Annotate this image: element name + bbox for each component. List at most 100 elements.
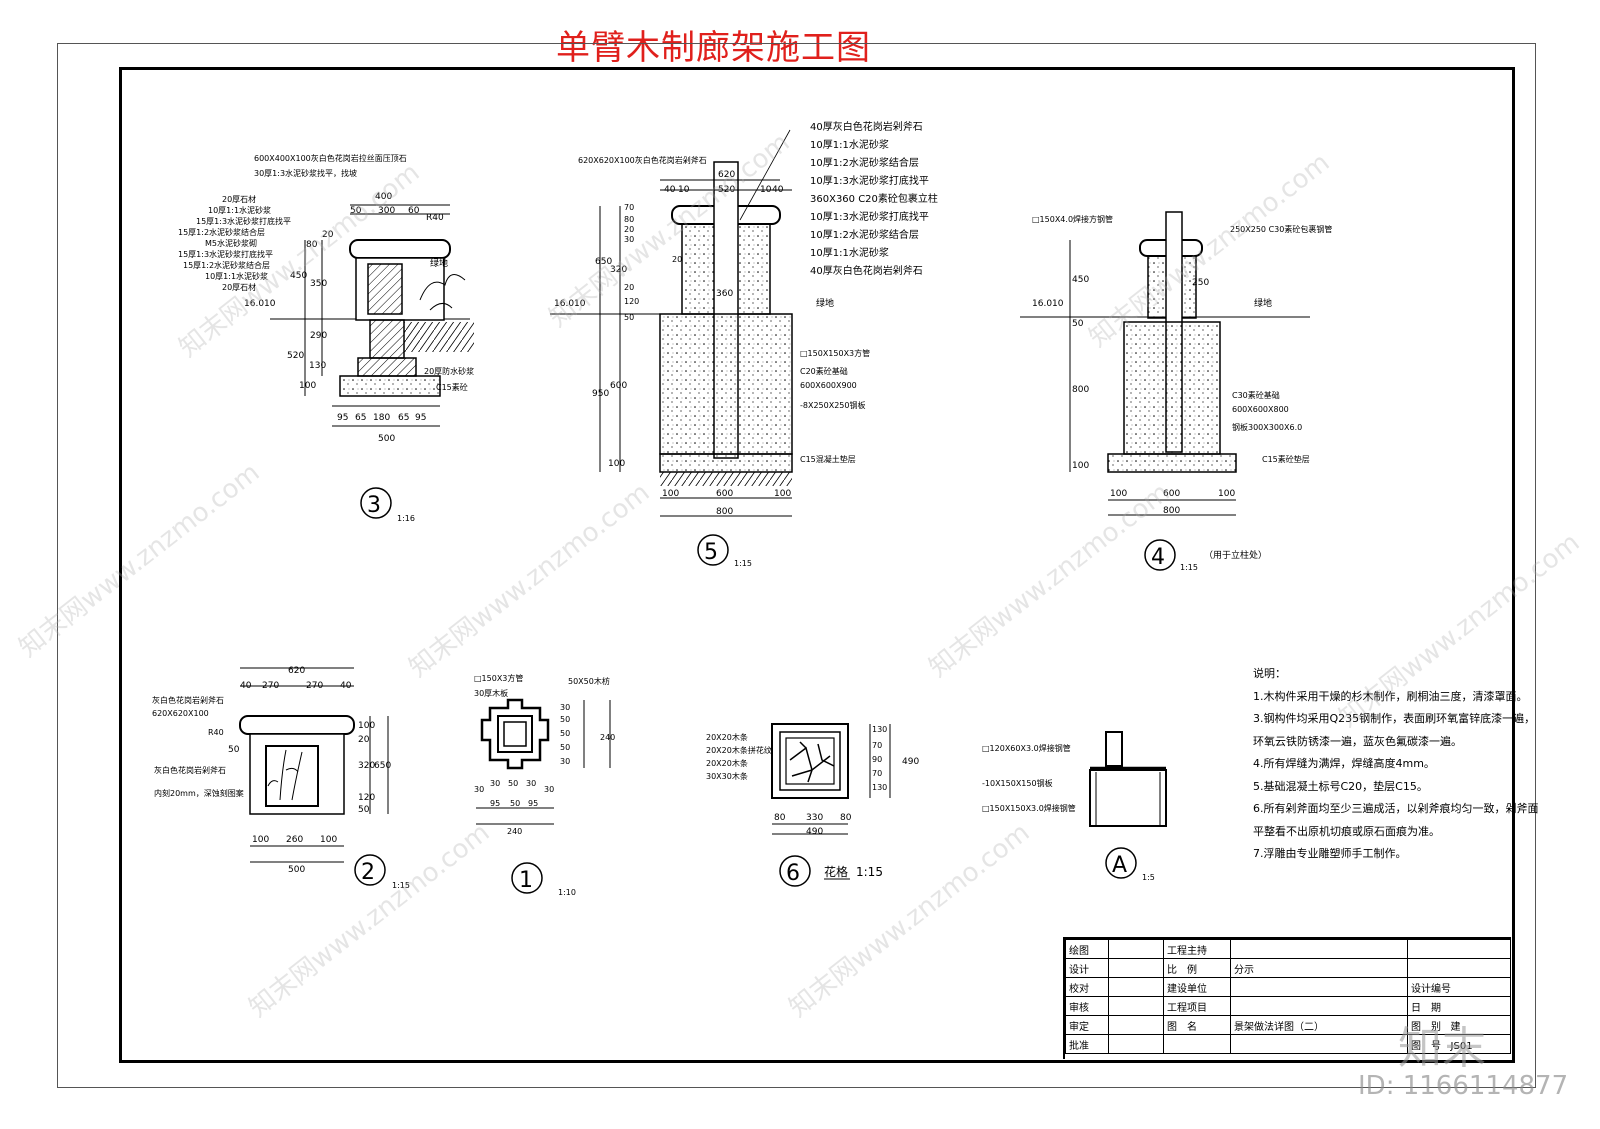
d3-scale: 1:16 <box>397 514 415 523</box>
da-label-0: □120X60X3.0焊接钢管 <box>982 743 1071 753</box>
tb-cell: 审定 <box>1065 1015 1109 1035</box>
notes-heading: 说明： <box>1253 667 1286 680</box>
tb-cell: 工程项目 <box>1163 996 1231 1016</box>
d1-dim-side-4: 30 <box>560 757 570 766</box>
drawing-frame <box>119 67 1515 1063</box>
d5-right-label-3: -8X250X250钢板 <box>800 400 865 410</box>
d3-elev: 16.010 <box>244 299 276 309</box>
tb-cell <box>1108 977 1164 997</box>
d6-dim-bottom-2: 80 <box>840 813 852 823</box>
d1-label-0: □150X3方管 <box>474 673 523 683</box>
d2-label-3: 灰白色花岗岩剁斧石 <box>154 765 226 775</box>
detail-4: □150X4.0焊接方钢管 250X250 C30素砼包裹钢管 绿地 16.01… <box>1020 211 1332 572</box>
d5-label-0: 40厚灰白色花岗岩剁斧石 <box>810 120 923 133</box>
d3-label-10: 20厚石材 <box>222 282 256 292</box>
d3-green: 绿地 <box>430 257 448 269</box>
d3-dim-top-4: R40 <box>426 213 444 223</box>
d2-dim-side-0: 50 <box>228 745 240 755</box>
d2-dim-bottom-2: 100 <box>320 835 337 845</box>
d5-dim-bottom-2: 100 <box>774 489 791 499</box>
detail-2: 灰白色花岗岩剁斧石 620X620X100 R40 灰白色花岗岩剁斧石 内刻20… <box>152 666 410 890</box>
tb-sheet-no: JS01 <box>1450 1040 1473 1052</box>
d4-note: （用于立柱处） <box>1204 549 1267 561</box>
drawing-title: 单臂木制廊架施工图 <box>556 28 871 68</box>
tb-cell <box>1108 958 1164 978</box>
d6-dim-side-4: 130 <box>872 783 887 792</box>
d5-dim-side-11: 600 <box>610 381 627 391</box>
notes-item: 1.木构件采用干燥的杉木制作，刷桐油三度，清漆罩面。 <box>1253 689 1528 703</box>
d6-label-3: 30X30木条 <box>706 771 748 781</box>
notes-item: 4.所有焊缝为满焊，焊缝高度4mm。 <box>1253 757 1435 770</box>
d2-dim-top-1: 40 <box>240 681 252 691</box>
d3-label-3: 10厚1:1水泥砂浆 <box>208 205 271 215</box>
d3-dim-side-2: 450 <box>290 271 307 281</box>
d6-label-1: 20X20木条拼花纹 <box>706 745 772 755</box>
detail-3: 600X400X100灰白色花岗岩拉丝面压顶石 30厚1:3水泥砂浆找平，找坡 … <box>178 153 474 523</box>
tb-cell: 校对 <box>1065 977 1109 997</box>
d5-dim-top-2: 10 <box>678 185 690 195</box>
d3-dim-top-3: 60 <box>408 206 420 216</box>
tb-sheet-type: 建 <box>1450 1021 1461 1033</box>
d2-dim-top-0: 620 <box>288 666 305 676</box>
d2-dim-side-6: 50 <box>358 805 370 815</box>
detail-6: 20X20木条 20X20木条拼花纹 20X20木条 30X30木条 130 7… <box>706 723 919 887</box>
tb-cell-label: 图 号 <box>1411 1040 1441 1052</box>
d2-dim-side-1: 100 <box>358 721 375 731</box>
detail-1: □150X3方管 30厚木板 50X50木枋 30 50 50 50 30 24… <box>474 673 615 897</box>
d1-dim-bottom-a-2: 50 <box>508 779 518 788</box>
d2-number: 2 <box>361 860 375 885</box>
d3-dim-side-6: 100 <box>299 381 316 391</box>
d2-dim-side-4: 650 <box>374 761 391 771</box>
notes-item: 平整看不出原机切痕或原石面痕为准。 <box>1253 824 1440 838</box>
notes-item: 3.钢构件均采用Q235钢制作，表面刷环氧富锌底漆一遍， <box>1253 712 1536 725</box>
d5-dim-side-7: 120 <box>624 297 639 306</box>
d2-dim-bottom-0: 100 <box>252 835 269 845</box>
d6-scale: 1:15 <box>856 865 883 879</box>
d1-dim-bottom-a-4: 30 <box>544 785 554 794</box>
d5-right-label-4: C15混凝土垫层 <box>800 454 856 464</box>
d5-dim-top-3: 520 <box>718 185 735 195</box>
tb-cell: 图 号 JS01 <box>1407 1034 1511 1054</box>
d3-label-7: 15厚1:3水泥砂浆打底找平 <box>178 249 273 259</box>
d6-dim-side-1: 70 <box>872 741 882 750</box>
d3-label-8: 15厚1:2水泥砂浆结合层 <box>183 260 270 270</box>
d5-dim-side-2: 20 <box>624 225 634 234</box>
tb-cell: 分示 <box>1230 958 1408 978</box>
tb-cell: 工程主持 <box>1163 939 1231 959</box>
tb-cell: 建设单位 <box>1163 977 1231 997</box>
d4-dim-bottom-1: 600 <box>1163 489 1180 499</box>
d4-dim-side-2: 800 <box>1072 385 1089 395</box>
d5-label-4: 360X360 C20素砼包裹立柱 <box>810 192 938 205</box>
d3-dim-top-2: 300 <box>378 206 395 216</box>
title-block: 绘图 工程主持 设计 比 例 分示 校对 建设单位 设计编号 <box>1063 937 1511 1059</box>
d2-dim-top-2: 270 <box>262 681 279 691</box>
d5-scale: 1:15 <box>734 559 752 568</box>
d4-dim-250: 250 <box>1192 278 1209 288</box>
d3-number: 3 <box>367 493 381 518</box>
d3-label-5: 15厚1:2水泥砂浆结合层 <box>178 227 265 237</box>
d6-label-0: 20X20木条 <box>706 732 748 742</box>
d1-dim-side-5: 240 <box>600 733 615 742</box>
tb-cell: 景架做法详图（二） <box>1230 1015 1408 1035</box>
d4-elev: 16.010 <box>1032 299 1064 309</box>
da-label-1: -10X150X150钢板 <box>982 778 1053 788</box>
d1-dim-side-3: 50 <box>560 743 570 752</box>
d4-dim-side-1: 50 <box>1072 319 1084 329</box>
d5-label-7: 10厚1:1水泥砂浆 <box>810 246 889 259</box>
d5-label-3: 10厚1:3水泥砂浆打底找平 <box>810 174 929 187</box>
d2-dim-side-3: 320 <box>358 761 375 771</box>
d1-dim-bottom-a-3: 30 <box>526 779 536 788</box>
d5-dim-side-3: 30 <box>624 235 634 244</box>
d4-top-right: 250X250 C30素砼包裹钢管 <box>1230 224 1332 234</box>
d5-dim-side-8: 50 <box>624 313 634 322</box>
tb-cell: 审核 <box>1065 996 1109 1016</box>
tb-cell: 比 例 <box>1163 958 1231 978</box>
d3-bottom-label: 20厚防水砂浆 <box>424 366 474 376</box>
d3-dim-side-5: 290 <box>310 331 327 341</box>
d6-dim-side-3: 70 <box>872 769 882 778</box>
d5-label-1: 10厚1:1水泥砂浆 <box>810 138 889 151</box>
d1-number: 1 <box>519 868 533 893</box>
d6-number: 6 <box>786 861 800 886</box>
d6-dim-bottom-1: 330 <box>806 813 823 823</box>
